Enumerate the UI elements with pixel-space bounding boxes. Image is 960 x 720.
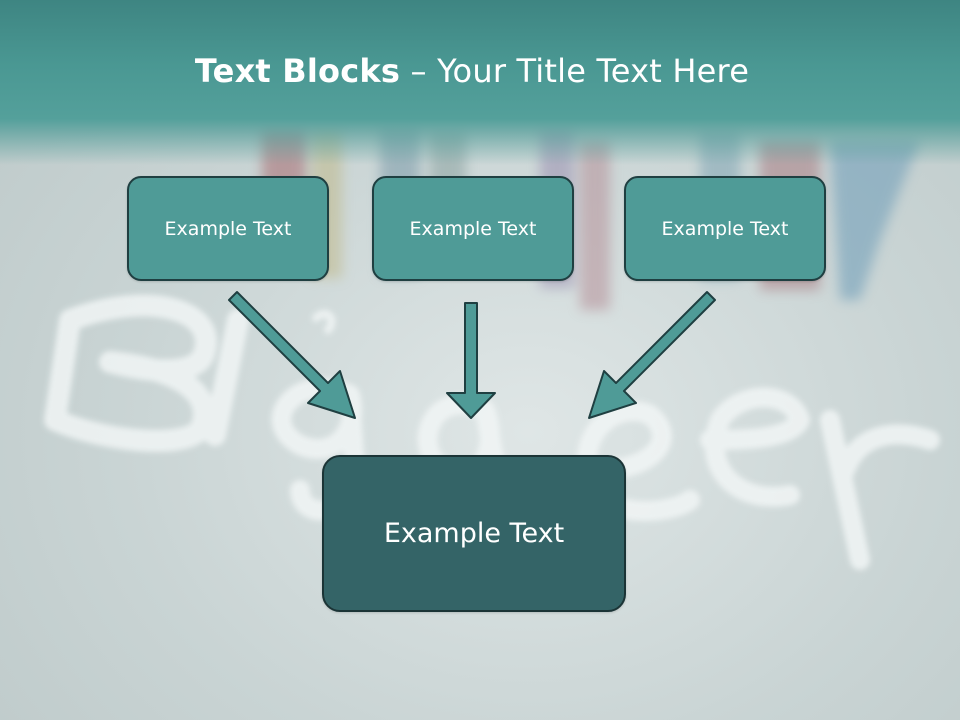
title-dash: – [410, 52, 427, 90]
text-block-label: Example Text [661, 217, 789, 240]
text-block-label: Example Text [164, 217, 292, 240]
text-block-top-right: Example Text [624, 176, 826, 281]
text-block-label: Example Text [409, 217, 537, 240]
text-block-label: Example Text [383, 518, 565, 549]
title-bold-text: Text Blocks [194, 52, 401, 90]
title-rest-text: Your Title Text Here [437, 52, 750, 90]
header-band [0, 0, 960, 165]
slide-title: Text Blocks – Your Title Text Here [0, 52, 944, 90]
text-block-top-center: Example Text [372, 176, 574, 281]
text-block-top-left: Example Text [127, 176, 329, 281]
text-block-bottom: Example Text [322, 455, 626, 612]
